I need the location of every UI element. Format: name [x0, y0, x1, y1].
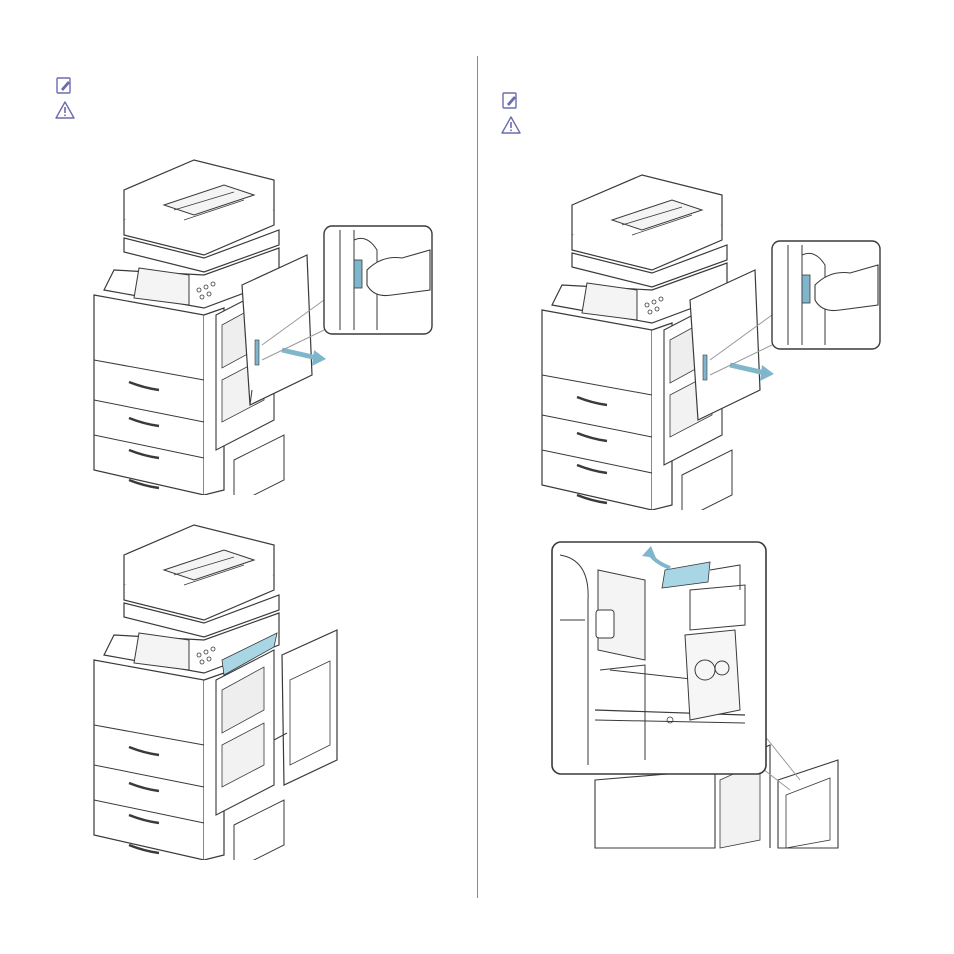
caution-icon	[500, 115, 522, 135]
caution-icon	[54, 100, 76, 120]
note-icon	[54, 76, 76, 96]
note-icon	[500, 91, 522, 111]
printer-side-door-opening-figure	[92, 150, 437, 495]
printer-side-door-opening-figure	[540, 165, 885, 510]
fuser-area-jam-removal-closeup-figure	[550, 540, 845, 850]
column-divider	[477, 56, 478, 898]
printer-side-door-open-jam-removal-figure	[92, 515, 352, 860]
